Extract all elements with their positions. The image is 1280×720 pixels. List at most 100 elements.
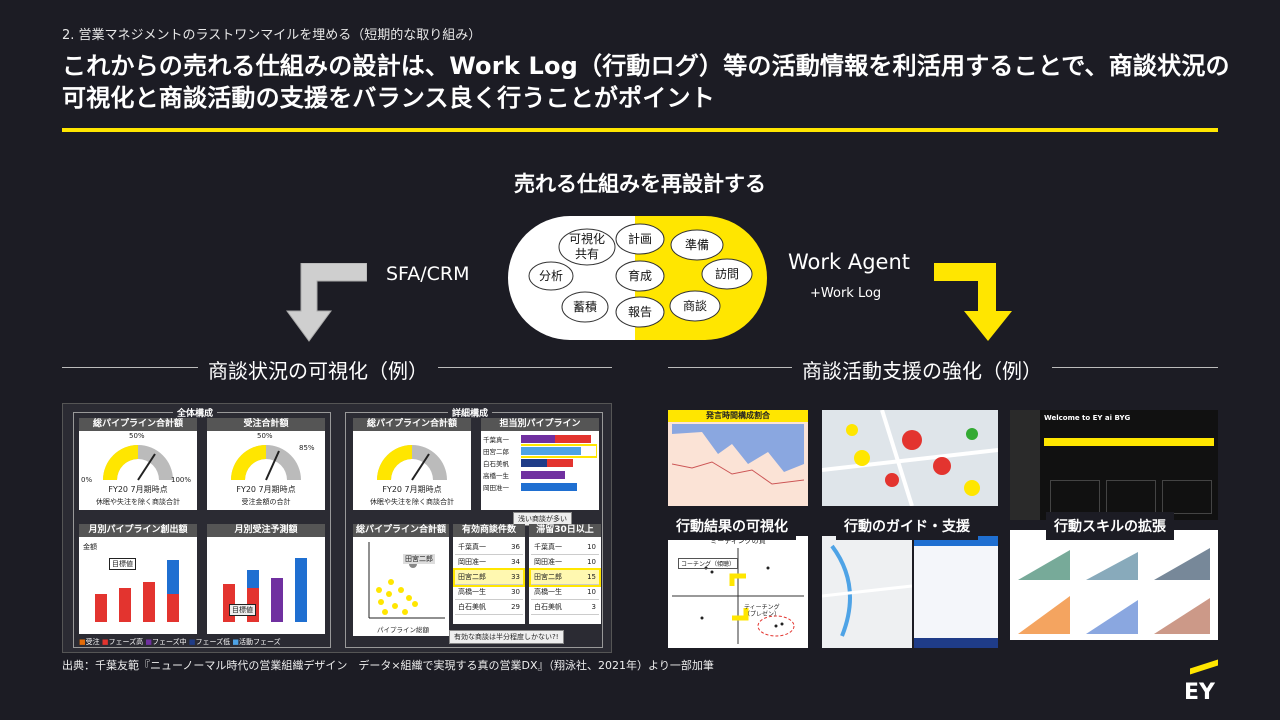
rep-list: 千葉真一 田宮二郎 白石美帆 高橋一生 岡田准一: [483, 434, 509, 494]
chart-legend: ■受注 ■フェーズ高 ■フェーズ中 ■フェーズ低 ■活動フェーズ: [79, 638, 281, 646]
chart-title: 月別パイプライン創出額: [79, 524, 197, 537]
ey-logo-bar: [1190, 659, 1218, 675]
sfa-crm-label: SFA/CRM: [386, 263, 470, 285]
meeting-quality-matrix: ミーティングの質 コーチング（傾聴） ティーチング（プレゼン）: [668, 536, 808, 648]
ey-logo: EY: [1184, 680, 1215, 705]
node-keikaku-label: 計画: [628, 231, 652, 246]
table-row: 田宮二郎 33: [453, 568, 525, 587]
skill-charts-image: [1010, 530, 1218, 640]
rep-name: 田宮二郎: [483, 448, 509, 456]
row-name: 千葉真一: [458, 543, 486, 551]
left-arrow-icon: [286, 263, 367, 342]
gauge-card-title: 総パイプライン合計額: [79, 418, 197, 431]
rep-name: 岡田准一: [483, 484, 509, 492]
node-ikusei-label: 育成: [628, 268, 652, 283]
half-stagnant-callout: 有効な商談は半分程度しかない?!: [449, 630, 564, 644]
cycle-diagram: 可視化 共有 計画 分析 育成 蓄積 報告 準備 訪問 商談: [508, 216, 767, 340]
table-row: 高橋一生 10: [531, 585, 599, 600]
row-name: 高橋一生: [534, 588, 562, 596]
app-bar: [914, 536, 998, 546]
ai-card: [1106, 480, 1156, 514]
source-note: 出典：千葉友範『ニューノーマル時代の営業組織デザイン データ×組織で実現する真の…: [62, 659, 714, 672]
chart-title: 発言時間構成割合: [668, 410, 808, 422]
node-kashika-label: 可視化: [569, 231, 605, 246]
title-rule: [62, 128, 1218, 132]
node-houmon-label: 訪問: [715, 266, 739, 281]
right-section-title: 商談活動支援の強化（例）: [792, 355, 1052, 384]
amount-label: 金額: [83, 543, 97, 551]
pipeline-scatter: 総パイプライン合計額 田宮二郎 パイプライン総額: [353, 524, 449, 636]
x-axis-label: パイプライン総額: [377, 626, 429, 634]
work-log-label: +Work Log: [810, 286, 882, 301]
ai-input: [1044, 438, 1214, 446]
node-kyoyu-label: 共有: [575, 247, 599, 261]
fy-point: FY20 7月期時点: [382, 485, 442, 494]
row-value: 3: [591, 603, 596, 611]
page-title: これからの売れる仕組みの設計は、Work Log（行動ログ）等の活動情報を利活用…: [62, 52, 1230, 112]
legend-item: 受注: [85, 638, 100, 646]
caption-visualize: 行動結果の可視化: [668, 512, 796, 540]
node-hokoku-label: 報告: [628, 305, 652, 319]
detail-panel-label: 詳細構成: [448, 406, 493, 419]
rep-name: 千葉真一: [483, 436, 509, 444]
rep-name: 高橋一生: [483, 472, 509, 480]
gauge-card-detail: 総パイプライン合計額 FY20 7月期時点 休眠や失注を除く商談合計: [353, 418, 471, 510]
node-kashika: [558, 228, 616, 266]
matrix-title: ミーティングの質: [710, 537, 766, 545]
ai-sidebar: [1010, 410, 1040, 520]
fy-point: FY20 7月期時点: [108, 485, 168, 494]
route-map-image: [822, 536, 912, 648]
gauge-card-pipeline: 総パイプライン合計額 50% 0% 100% FY20 7月期時点 休眠や失注を…: [79, 418, 197, 510]
dashboard-image: 全体構成 詳細構成 総パイプライン合計額 50% 0% 100% FY20 7月…: [62, 403, 612, 653]
coaching-label: コーチング（傾聴）: [678, 558, 739, 569]
row-value: 33: [511, 573, 520, 581]
work-agent-label: Work Agent: [788, 250, 911, 274]
monthly-forecast-chart: 月別受注予測額 目標値: [207, 524, 325, 634]
node-bunseki-label: 分析: [539, 269, 563, 283]
rep-name: 白石美帆: [483, 460, 509, 468]
pct-100: 100%: [171, 476, 192, 484]
row-name: 高橋一生: [458, 588, 486, 596]
row-name: 千葉真一: [534, 543, 562, 551]
legend-item: 活動フェーズ: [239, 638, 281, 646]
row-value: 10: [587, 558, 596, 566]
ai-card: [1162, 480, 1212, 514]
caption-guide: 行動のガイド・支援: [836, 512, 978, 540]
node-chikuseki-label: 蓄積: [573, 299, 597, 314]
excl-lost: 休眠や失注を除く商談合計: [370, 498, 454, 506]
legend-item: フェーズ中: [152, 638, 187, 646]
rep-pipeline-chart: 担当別パイプライン 千葉真一 田宮二郎 白石美帆 高橋一生 岡田准一: [481, 418, 599, 510]
ai-card: [1050, 480, 1100, 514]
table-title: 滞留30日以上: [529, 524, 601, 537]
row-value: 29: [511, 603, 520, 611]
row-value: 30: [511, 588, 520, 596]
fy-point: FY20 7月期時点: [236, 485, 296, 494]
ai-assistant-image: Welcome to EY ai BYG: [1010, 410, 1218, 520]
legend-item: フェーズ低: [195, 638, 231, 646]
app-nav: [914, 638, 998, 648]
node-junbi-label: 準備: [685, 237, 709, 252]
table-title: 有効商談件数: [453, 524, 525, 537]
excl-lost: 休眠や失注を除く商談合計: [96, 498, 180, 506]
row-value: 10: [587, 588, 596, 596]
gauge-card-title: 総パイプライン合計額: [353, 418, 471, 431]
map-image: [822, 410, 998, 506]
gauge-card-order: 受注合計額 50% 85% FY20 7月期時点 受注金額の合計: [207, 418, 325, 510]
chart-title: 担当別パイプライン: [481, 418, 599, 431]
legend-item: フェーズ高: [108, 638, 144, 646]
row-name: 岡田准一: [458, 558, 486, 566]
left-section-title: 商談状況の可視化（例）: [198, 355, 438, 384]
right-arrow-icon: [934, 263, 1012, 341]
row-name: 田宮二郎: [458, 573, 486, 581]
chart-title: 総パイプライン合計額: [353, 524, 449, 537]
row-value: 10: [587, 543, 596, 551]
